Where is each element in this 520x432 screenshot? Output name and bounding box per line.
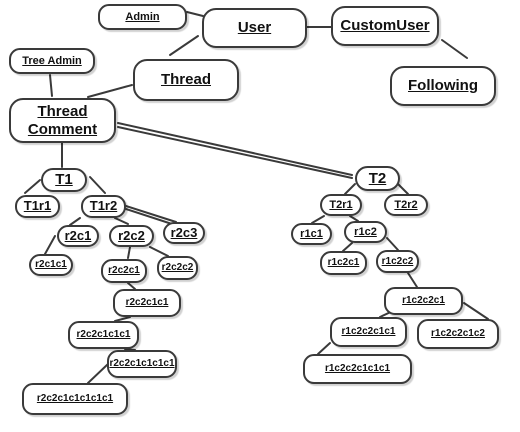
node-r1c2c1: r1c2c1 [320, 251, 367, 275]
node-r2c1: r2c1 [57, 225, 99, 247]
edge-thread-to-comment [87, 84, 133, 98]
edge-custom-user-to-following [441, 39, 468, 59]
edge-r1c2c2c1c1-to-leaf [317, 342, 331, 355]
edge-r2c2c1c1-to-r2c2c1c1c1 [114, 316, 131, 322]
edge-r2c2c1c1c1-to-r2c2c1c1c1c1 [124, 348, 136, 351]
edge-comment-to-t2 [117, 122, 353, 176]
edge-t1-to-t1r1 [24, 179, 41, 194]
edge-t2r1-to-r1c1 [311, 215, 325, 224]
edge-t1r2-to-r2c3 [125, 205, 177, 223]
edge-t1r2-to-r2c3-b [125, 208, 173, 225]
node-user: User [202, 8, 307, 48]
node-r1c2c2c1c1: r1c2c2c1c1 [330, 317, 407, 347]
node-r2c2: r2c2 [109, 225, 154, 247]
node-r2c3: r2c3 [163, 222, 205, 244]
node-r2c2c1c1c1c1c1: r2c2c1c1c1c1c1 [22, 383, 128, 415]
edge-t1-to-t1r2 [89, 176, 106, 194]
edge-user-to-thread [169, 35, 199, 56]
node-tree-admin: Tree Admin [9, 48, 95, 74]
edge-r2c1-to-r2c1c1 [44, 235, 56, 255]
node-r1c2c2c1: r1c2c2c1 [384, 287, 463, 315]
node-thread: Thread [133, 59, 239, 101]
edge-r1c2c2c1-to-r1c2c2c1c2 [463, 302, 489, 320]
node-r2c2c1c1c1c1: r2c2c1c1c1c1 [107, 350, 177, 378]
node-r1c2c2c1c2: r1c2c2c1c2 [417, 319, 499, 349]
node-thread-comment-line1: Thread [37, 103, 88, 121]
node-t2r1: T2r1 [320, 194, 362, 216]
edge-t2r1-to-r1c2 [349, 215, 359, 222]
node-r1c1: r1c1 [291, 223, 332, 245]
node-following: Following [390, 66, 496, 106]
node-t1r2: T1r2 [81, 195, 126, 218]
node-r2c2c1c1c1: r2c2c1c1c1 [68, 321, 139, 349]
edge-tree-admin-to-comment [49, 74, 53, 97]
node-r1c2c2: r1c2c2 [376, 250, 419, 273]
node-t2r2: T2r2 [384, 194, 428, 216]
edge-t1r2-to-r2c1 [69, 217, 81, 226]
node-admin: Admin [98, 4, 187, 30]
edge-r2c2-to-r2c2c1 [127, 246, 131, 259]
edge-t1r2-to-r2c2 [114, 217, 129, 225]
edge-comment-to-t2-b [117, 126, 353, 179]
edge-r1c2-to-r1c2c2 [386, 237, 399, 251]
node-custom-user: CustomUser [331, 6, 439, 46]
edge-r1c2c2-to-r1c2c2c1 [407, 272, 418, 288]
edge-t2-to-t2r2 [397, 183, 409, 195]
edge-r1c2-to-r1c2c1 [342, 242, 353, 252]
node-r2c2c2: r2c2c2 [157, 256, 198, 280]
node-thread-comment: Thread Comment [9, 98, 116, 143]
node-r1c2c2c1c1c1: r1c2c2c1c1c1 [303, 354, 412, 384]
node-t1: T1 [41, 168, 87, 192]
node-r2c2c1c1: r2c2c1c1 [113, 289, 181, 317]
node-r1c2: r1c2 [344, 221, 387, 243]
edge-t2-to-t2r1 [344, 183, 356, 195]
edge-r2c2-to-r2c2c2 [149, 246, 169, 257]
node-t1r1: T1r1 [15, 195, 60, 218]
node-t2: T2 [355, 166, 400, 191]
edge-r2c2c1-to-r2c2c1c1 [127, 282, 136, 290]
node-r2c2c1: r2c2c1 [101, 259, 147, 283]
node-r2c1c1: r2c1c1 [29, 254, 73, 276]
edge-admin-to-user [186, 11, 204, 17]
node-thread-comment-line2: Comment [27, 120, 98, 138]
edge-r2c2c1c1c1c1-to-leaf [87, 363, 109, 384]
